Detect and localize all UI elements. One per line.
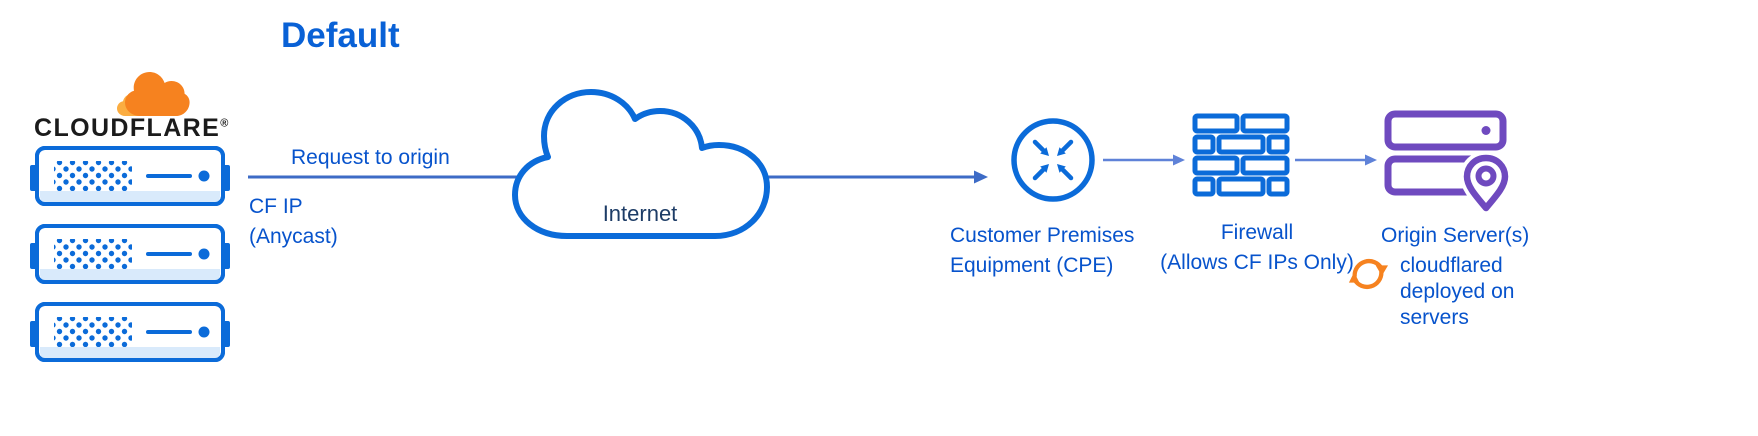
cpe-label-line: Equipment (CPE) xyxy=(950,254,1114,278)
cloudflared-note: cloudflared deployed on servers xyxy=(1400,253,1514,331)
edge-server-icon xyxy=(30,302,230,366)
firewall-icon xyxy=(1192,113,1290,197)
cpe-router-icon xyxy=(1011,118,1095,202)
cpe-label: Customer Premises Equipment (CPE) xyxy=(950,221,1134,281)
firewall-label-line: Firewall xyxy=(1220,221,1294,244)
firewall-to-origin-arrow xyxy=(1295,154,1377,166)
cloudflared-sync-icon xyxy=(1348,258,1389,290)
cpe-to-firewall-arrow xyxy=(1103,154,1185,166)
cloudflare-wordmark: CLOUDFLARE® xyxy=(34,114,230,143)
request-to-origin-label: Request to origin xyxy=(291,146,450,169)
cpe-label-line: Customer Premises xyxy=(950,224,1135,247)
internet-label: Internet xyxy=(602,201,678,226)
cloudflared-note-line: servers xyxy=(1400,306,1469,330)
internet-cloud-icon xyxy=(512,89,770,239)
firewall-label: Firewall (Allows CF IPs Only) xyxy=(1156,218,1358,278)
cf-ip-anycast-label: CF IP (Anycast) xyxy=(249,192,338,252)
cloudflared-note-line: cloudflared xyxy=(1400,254,1503,277)
registered-mark: ® xyxy=(220,117,230,130)
firewall-label-line: (Allows CF IPs Only) xyxy=(1160,251,1354,275)
origin-server-label: Origin Server(s) xyxy=(1381,224,1530,247)
cf-ip-line: (Anycast) xyxy=(249,225,338,249)
cf-ip-line: CF IP xyxy=(249,195,303,218)
location-pin-icon xyxy=(1460,151,1512,215)
cloudflare-wordmark-text: CLOUDFLARE xyxy=(34,114,221,142)
edge-server-icon xyxy=(30,224,230,288)
origin-server-icon xyxy=(1384,110,1512,215)
cloudflared-note-line: deployed on xyxy=(1400,280,1515,304)
edge-server-icon xyxy=(30,146,230,210)
cloudflare-logo-cloud-icon xyxy=(117,72,190,116)
diagram-title: Default xyxy=(281,16,400,55)
